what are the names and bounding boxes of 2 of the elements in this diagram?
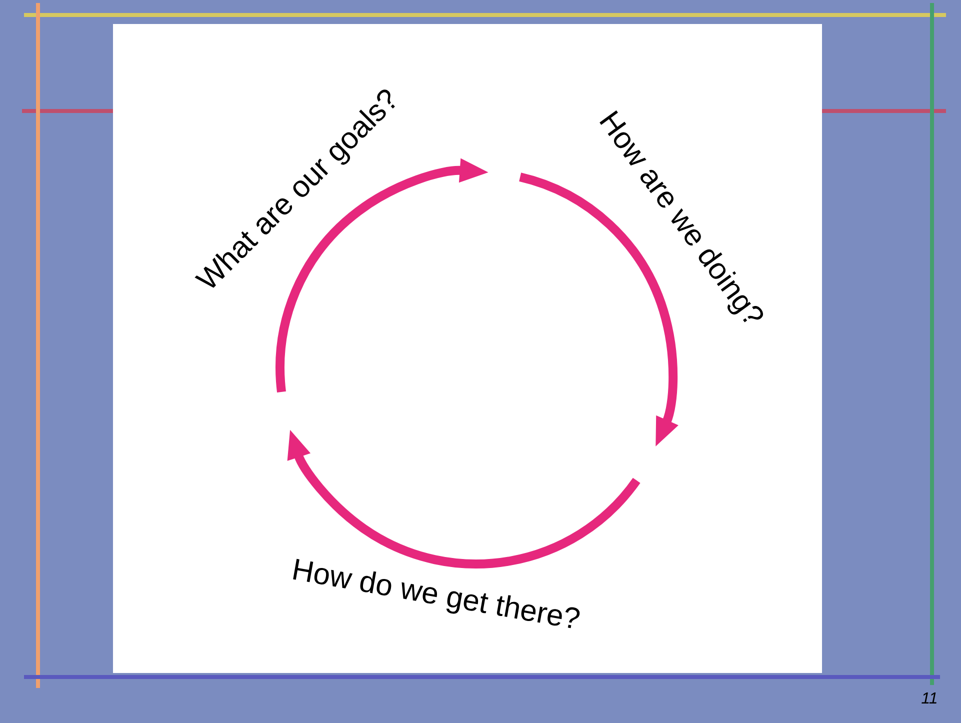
cycle-label: How do we get there? [293,558,580,628]
page-number: 11 [922,692,936,704]
